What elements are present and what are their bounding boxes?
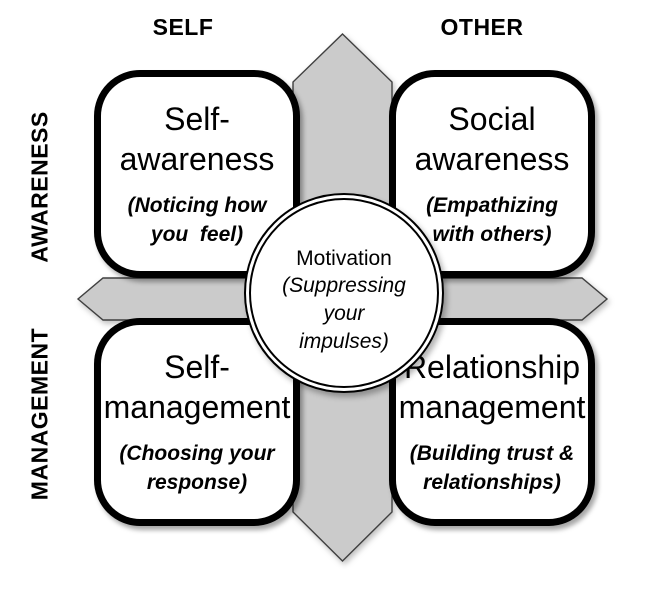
- quadrant-title-self-awareness: Self- awareness: [119, 101, 275, 178]
- quadrant-subtitle-relationship-management: (Building trust & relationships): [409, 442, 575, 494]
- center-circle-inner-ring: Motivation (Suppressing your impulses): [249, 198, 439, 388]
- center-subtitle: (Suppressing your impulses): [282, 274, 406, 353]
- quadrant-self-management: Self- management (Choosing your response…: [94, 318, 300, 526]
- column-header-self: SELF: [152, 14, 214, 40]
- quadrant-social-awareness: Social awareness (Empathizing with other…: [389, 70, 595, 278]
- quadrant-title-self-management: Self- management: [103, 349, 291, 426]
- quadrant-subtitle-self-awareness: (Noticing how you feel): [127, 194, 267, 246]
- row-label-management: MANAGEMENT: [26, 327, 53, 501]
- quadrant-subtitle-social-awareness: (Empathizing with others): [426, 194, 558, 246]
- quadrant-title-social-awareness: Social awareness: [414, 101, 570, 178]
- quadrant-subtitle-self-management: (Choosing your response): [119, 442, 275, 494]
- center-title: Motivation: [296, 246, 392, 270]
- row-label-awareness: AWARENESS: [26, 111, 53, 263]
- quadrant-title-relationship-management: Relationship management: [398, 349, 586, 426]
- column-header-other: OTHER: [440, 14, 524, 40]
- center-circle-motivation: Motivation (Suppressing your impulses): [244, 193, 444, 393]
